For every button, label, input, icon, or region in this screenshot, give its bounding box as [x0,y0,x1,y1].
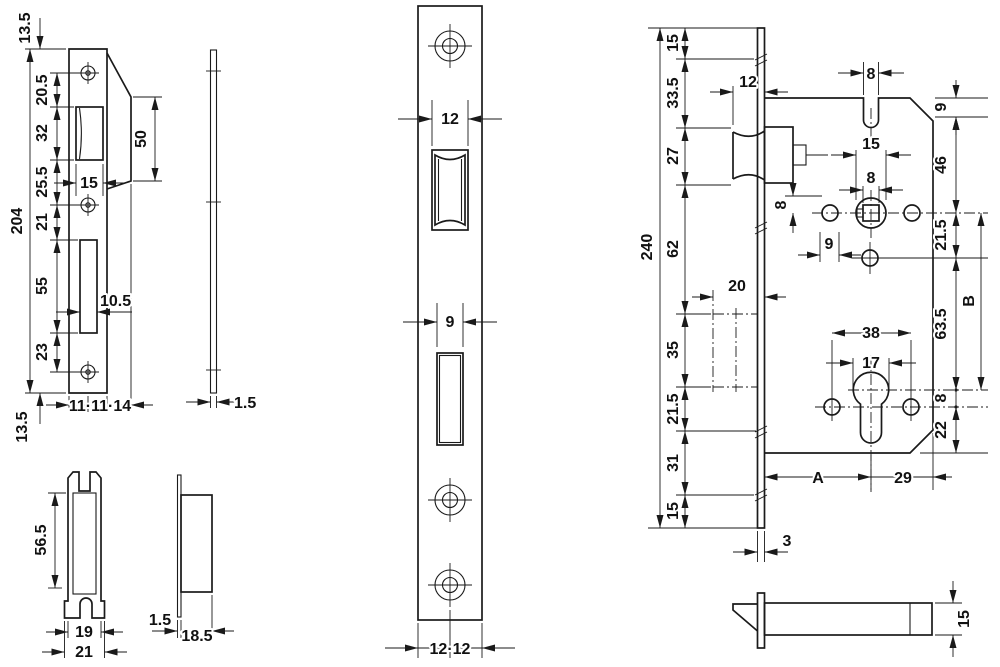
deadbolt-thrown-phantom [712,290,757,392]
dim-label-22: 22 [933,421,950,439]
faceplate-outline [417,5,483,621]
dim-label-55: 55 [34,277,51,295]
lock-body-side-view: 240 15 33.5 27 62 35 21.5 31 15 12 20 8 … [637,27,988,562]
dim-label-27: 27 [665,147,682,165]
euro-cylinder-hole [848,355,988,492]
latch-bolt-detail-view: 15 [732,581,975,657]
dim-label-13-5-bot: 13.5 [14,411,31,442]
latch-opening-curve [78,107,82,160]
dim-label-10-5: 10.5 [100,293,131,310]
dust-box-front-view: 56.5 19 21 [31,471,127,663]
dim-label-32: 32 [34,124,51,142]
strike-plate-outline [68,48,108,394]
latch-body [763,602,933,636]
dim-label-15: 15 [80,175,98,192]
forend-section [756,592,766,649]
dimensions [42,492,127,658]
dim-label-15t: 15 [665,34,682,52]
dim-label-21: 21 [34,213,51,231]
dim-label-23: 23 [34,343,51,361]
dim-label-8-follower: 8 [867,170,876,187]
dust-box-side-view: 1.5 18.5 [147,474,234,647]
lock-case-outline [764,97,934,454]
dim-label-20: 20 [728,278,746,295]
dim-label-25-5: 25.5 [34,166,51,197]
dim-label-17: 17 [862,355,880,372]
dim-label-12: 12 [441,111,459,128]
dim-label-35: 35 [665,341,682,359]
screw-hole [428,563,472,607]
dimensions [935,581,962,657]
dim-label-12-latch: 12 [739,74,757,91]
dim-label-15b: 15 [665,502,682,520]
dim-label-8v: 8 [773,200,790,209]
latch-head [732,603,759,632]
lower-fixing-hole [852,242,988,274]
dim-label-9r: 9 [933,102,950,111]
dim-label-21-5l: 21.5 [665,393,682,424]
dim-label-9: 9 [446,314,455,331]
dim-label-8-slot: 8 [867,66,876,83]
dust-box-outline [63,471,106,619]
box-body [180,494,213,593]
dimensions [186,396,238,408]
dimensions [385,100,515,658]
latch-bolt [732,126,828,184]
dim-label-50: 50 [133,130,150,148]
dimensions [648,27,988,562]
screw-hole [428,24,472,68]
handle-fixing-hole [903,204,921,222]
strike-plate-front-view: 13.5 204 20.5 32 25.5 21 55 23 15 10.5 5… [7,10,162,445]
dim-label-1-5b: 1.5 [149,612,171,629]
dim-label-18-5: 18.5 [181,628,212,645]
dim-label-31: 31 [665,454,682,472]
strike-plate-lip [106,52,132,190]
latch-opening [431,149,469,231]
screw-hole [77,62,99,84]
dim-label-B: B [961,295,978,307]
dim-label-1-5: 1.5 [234,395,256,412]
dust-box-inner-wall [72,492,97,595]
dim-label-3: 3 [783,533,792,550]
screw-hole [428,478,472,522]
forend-edge [756,27,766,529]
dim-label-33-5: 33.5 [665,77,682,108]
dim-label-240: 240 [639,234,656,261]
dim-label-21b: 21 [75,644,93,661]
spindle-follower [812,108,988,238]
dim-label-46: 46 [933,156,950,174]
dim-label-15-detail: 15 [956,610,973,628]
cylinder-fixing-hole [815,340,988,421]
dim-label-11-11-14: 11·11·14 [69,398,131,415]
dimensions [152,595,234,638]
dim-label-19: 19 [75,624,93,641]
dim-label-63-5: 63.5 [933,308,950,339]
screw-hole [77,361,99,383]
strike-plate-side-view: 1.5 [186,49,258,414]
dim-label-12-12: 12·12 [430,641,471,658]
dim-label-13-5-top: 13.5 [17,12,34,43]
dim-label-21-5r: 21.5 [933,219,950,250]
latch-bolt-face [434,153,466,227]
dim-label-62: 62 [665,240,682,258]
dim-label-204: 204 [9,208,26,235]
dim-label-A: A [812,470,824,487]
dim-label-29: 29 [894,470,912,487]
deadbolt-opening [79,239,98,334]
faceplate-front-view: 12 9 12·12 [385,5,515,660]
latch-opening [75,106,104,161]
handle-fixing-hole [821,204,839,222]
dim-label-9h: 9 [825,236,834,253]
deadbolt-opening [436,352,464,446]
dim-label-38: 38 [862,325,880,342]
dim-label-15-follower: 15 [862,136,880,153]
dim-label-20-5: 20.5 [34,74,51,105]
dimensions [25,18,162,424]
dim-label-8r: 8 [933,393,950,402]
dim-label-56-5: 56.5 [33,524,50,555]
screw-hole [77,194,99,216]
plate-edge [209,49,218,394]
